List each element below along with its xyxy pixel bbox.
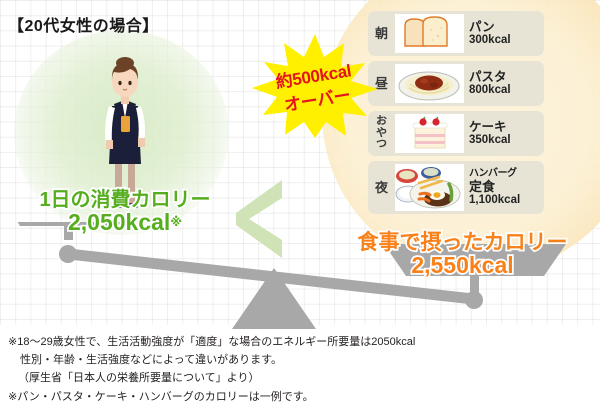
meal-time-label: 朝 (374, 26, 388, 41)
meal-kcal: 1,100kcal (469, 193, 521, 206)
less-than-sign (236, 180, 282, 258)
pasta-plate-icon (395, 64, 464, 103)
daily-expenditure-value: 2,050kcal※ (66, 209, 184, 236)
meal-name: パン (469, 19, 495, 34)
meal-time-label: 夜 (374, 180, 388, 195)
footnote-line-2: 性別・年齢・生活強度などによって違いがあります。 (20, 353, 283, 366)
footnotes: ※18〜29歳女性で、生活活動強度が「適度」な場合のエネルギー所要量は2050k… (8, 334, 594, 407)
businesswoman-illustration (105, 57, 145, 208)
meal-time-label: 昼 (374, 76, 388, 91)
footnote-line-3: （厚生省「日本人の栄養所要量について」より） (18, 371, 260, 384)
meal-name-second: 定食 (469, 178, 496, 194)
meal-row-breakfast: 朝 パン 300kcal (368, 11, 544, 56)
starburst-badge (252, 34, 378, 138)
meal-row-snack: おやつ ケーキ 350kcal (368, 111, 544, 156)
meal-time-label: おやつ (376, 115, 387, 151)
meal-name: パスタ (469, 69, 507, 84)
meal-name: ケーキ (469, 119, 507, 134)
daily-expenditure-label: 1日の消費カロリー 2,050kcal※ (10, 188, 240, 236)
meal-kcal: 300kcal (469, 34, 511, 47)
meal-row-dinner: 夜 (368, 161, 544, 214)
cake-slice-icon (395, 114, 464, 153)
intake-calories-label: 食事で摂ったカロリー 2,550kcal (330, 230, 595, 279)
meal-info: パン 300kcal (469, 19, 539, 47)
meal-kcal: 350kcal (469, 134, 511, 147)
intake-calories-title: 食事で摂ったカロリー (356, 230, 569, 255)
footnote-line-1: ※18〜29歳女性で、生活活動強度が「適度」な場合のエネルギー所要量は2050k… (8, 336, 416, 348)
hamburg-steak-set-icon (395, 164, 464, 211)
meal-info: パスタ 800kcal (469, 69, 539, 97)
meal-kcal: 800kcal (469, 84, 511, 97)
footnote-mark: ※ (169, 215, 184, 231)
footnote-line-4: ※パン・パスタ・ケーキ・ハンバーグのカロリーは一例です。 (8, 391, 314, 404)
meal-list: 朝 パン 300kcal 昼 (368, 11, 544, 219)
meal-row-lunch: 昼 パスタ 800kcal (368, 61, 544, 106)
meal-info: ハンバーグ 定食 1,100kcal (469, 169, 539, 206)
intake-calories-value: 2,550kcal (410, 252, 516, 279)
meal-name: ハンバーグ (469, 168, 517, 180)
bread-slices-icon (395, 14, 464, 53)
meal-info: ケーキ 350kcal (469, 119, 539, 147)
daily-expenditure-title: 1日の消費カロリー (38, 188, 213, 212)
page-title: 【20代女性の場合】 (8, 18, 159, 35)
balance-scale (17, 222, 566, 329)
